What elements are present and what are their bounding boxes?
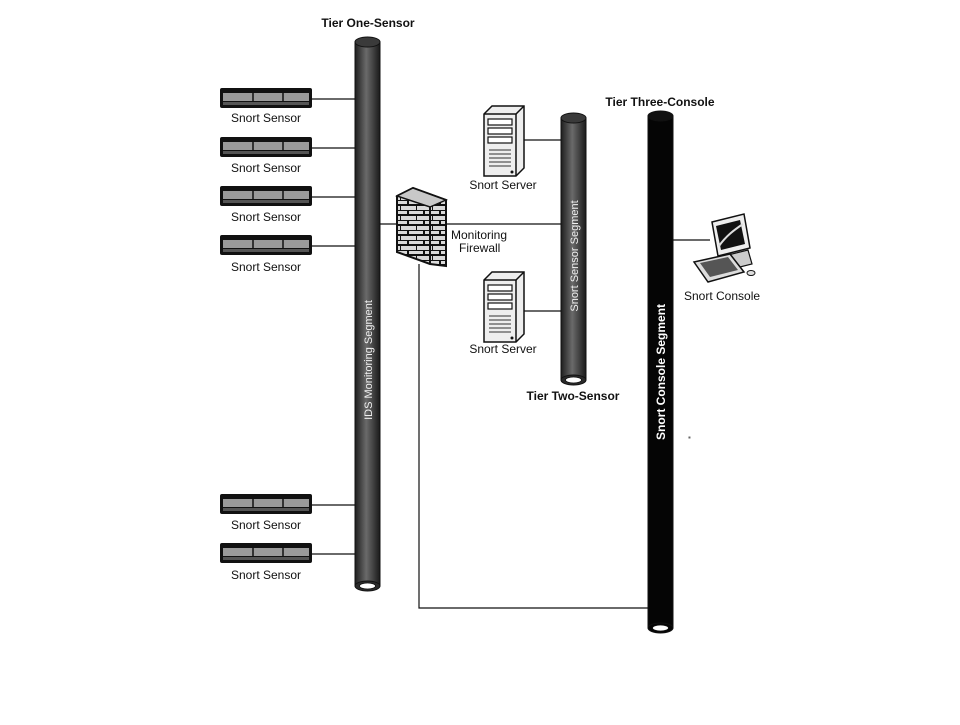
ids-monitoring-segment-pipe	[354, 36, 381, 592]
firewall-label: Monitoring Firewall	[451, 229, 507, 255]
snort-server-icon	[483, 105, 525, 177]
stray-mark: ▪	[688, 433, 691, 442]
sensor-label: Snort Sensor	[230, 111, 302, 125]
snort-sensor-icon	[219, 493, 313, 515]
sensor-label: Snort Sensor	[230, 260, 302, 274]
firewall-icon	[395, 186, 449, 268]
tier-two-heading: Tier Two-Sensor	[526, 389, 620, 403]
console-label: Snort Console	[684, 289, 761, 303]
snort-server-icon	[483, 271, 525, 343]
server-label: Snort Server	[469, 342, 537, 356]
tier-one-heading: Tier One-Sensor	[321, 16, 415, 30]
sensor-connectors	[312, 98, 355, 555]
firewall-connectors	[380, 223, 648, 609]
snort-sensor-icon	[219, 542, 313, 564]
snort-sensor-icon	[219, 87, 313, 109]
snort-sensor-icon	[219, 136, 313, 158]
ids-monitoring-segment-label: IDS Monitoring Segment	[363, 300, 375, 420]
tier-three-heading: Tier Three-Console	[605, 95, 715, 109]
snort-console-icon	[692, 213, 756, 283]
snort-console-segment-pipe	[647, 110, 674, 634]
snort-sensor-segment-label: Snort Sensor Segment	[569, 200, 581, 311]
sensor-label: Snort Sensor	[230, 568, 302, 582]
sensor-label: Snort Sensor	[230, 210, 302, 224]
snort-sensor-icon	[219, 234, 313, 256]
server-label: Snort Server	[469, 178, 537, 192]
firewall-label-line1: Monitoring	[451, 228, 508, 242]
snort-console-segment-label: Snort Console Segment	[654, 304, 668, 440]
server-connectors	[524, 139, 561, 312]
snort-sensor-segment-pipe	[560, 112, 587, 386]
sensor-label: Snort Sensor	[230, 161, 302, 175]
firewall-label-line2: Firewall	[459, 241, 501, 255]
snort-sensor-icon	[219, 185, 313, 207]
sensor-label: Snort Sensor	[230, 518, 302, 532]
